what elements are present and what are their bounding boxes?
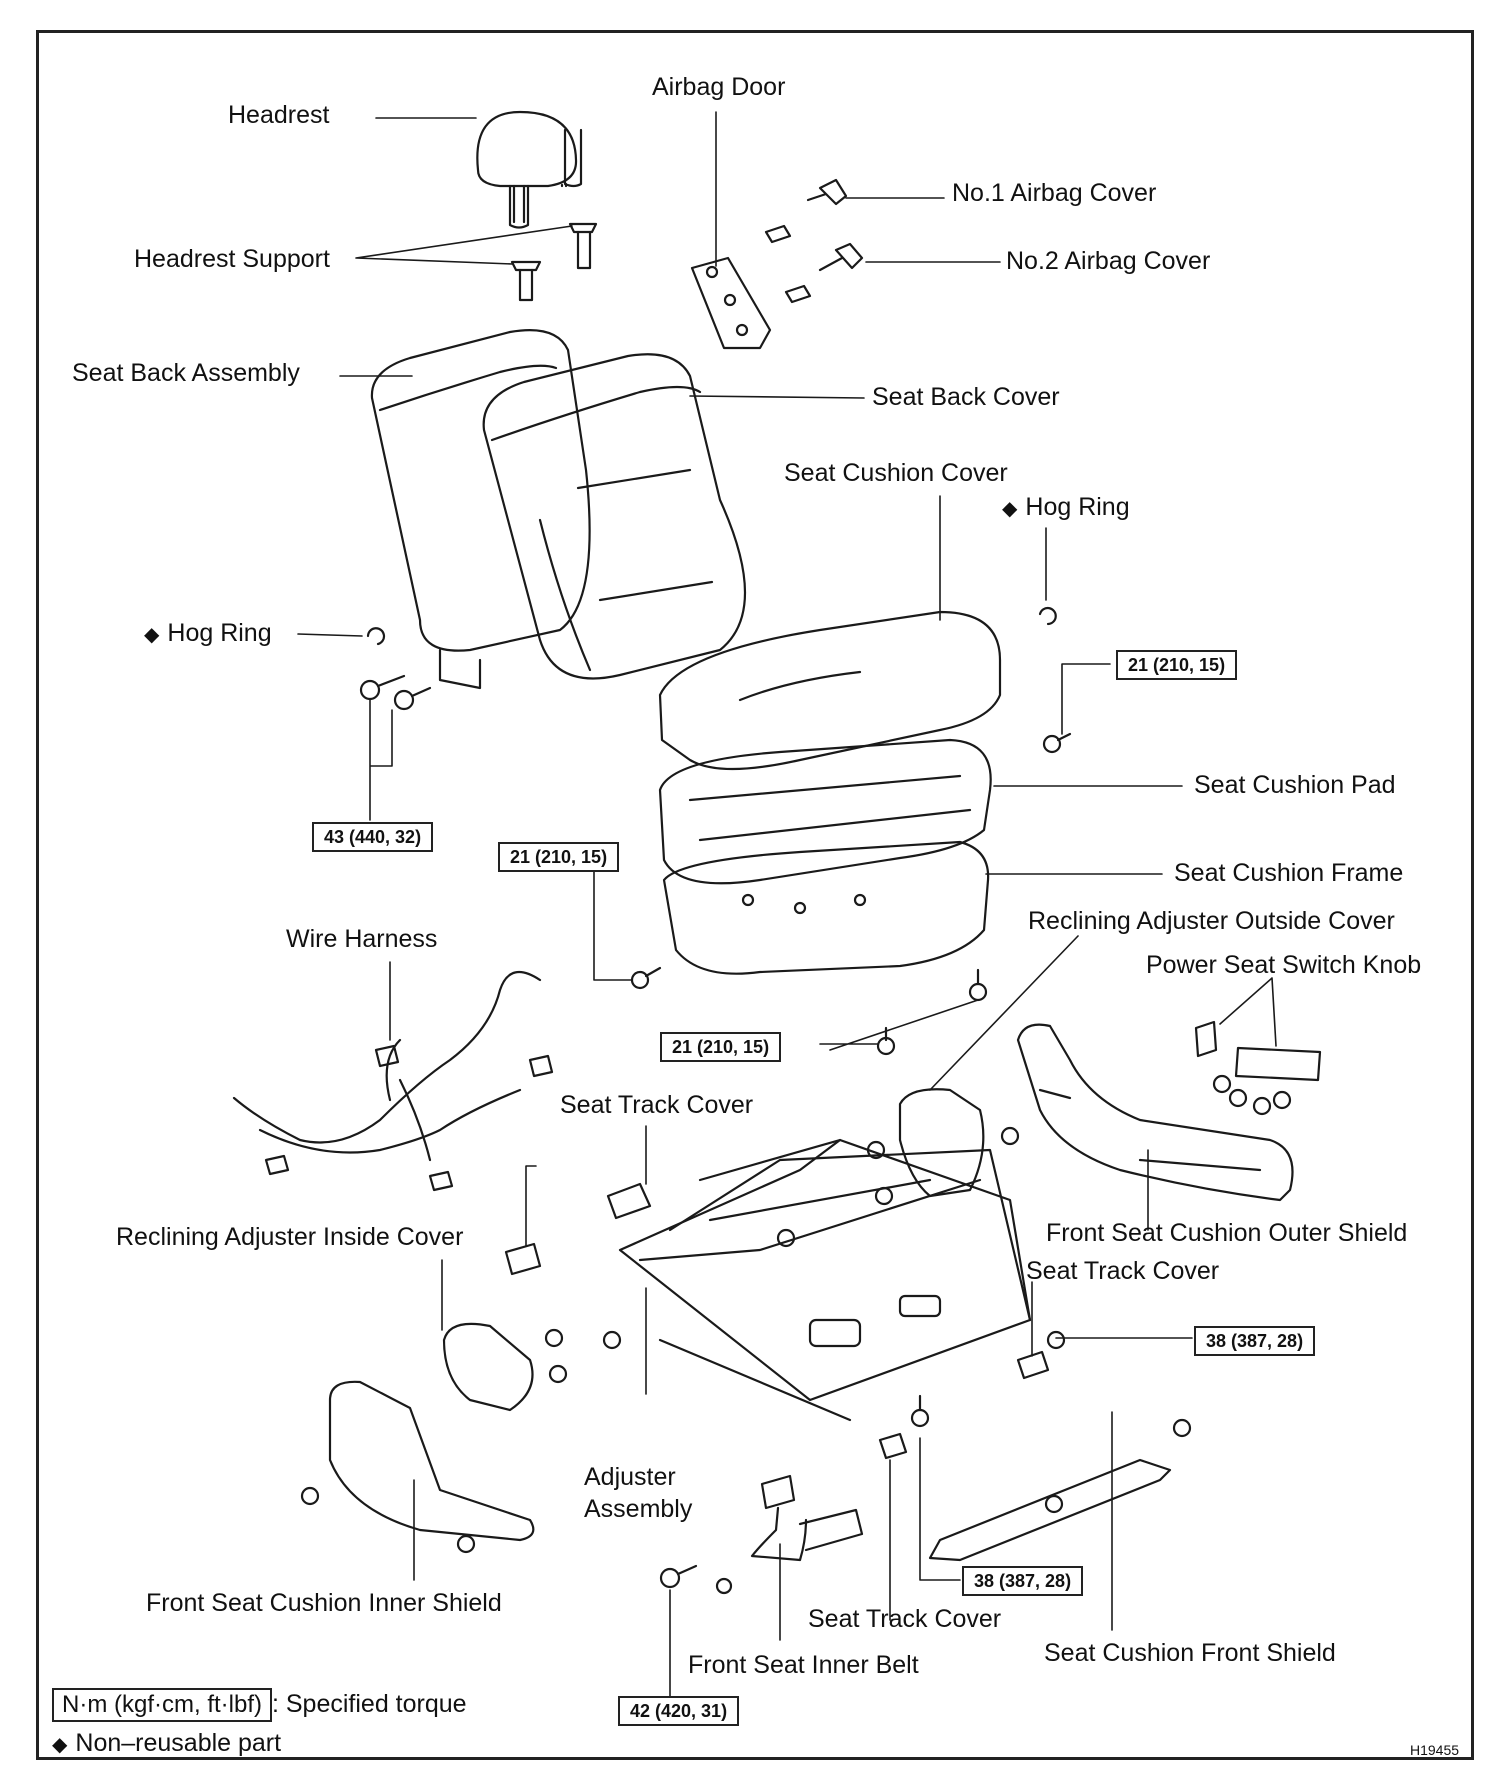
label-seat-cushion-pad: Seat Cushion Pad <box>1194 771 1396 799</box>
label-seat-cushion-frame: Seat Cushion Frame <box>1174 859 1404 887</box>
torque-box: 42 (420, 31) <box>618 1696 740 1726</box>
label-adjuster-assembly-line2: Assembly <box>584 1495 693 1523</box>
label-reclining-adjuster-inside-cover: Reclining Adjuster Inside Cover <box>116 1223 464 1251</box>
headrest-support-part <box>510 222 598 302</box>
label-seat-track-cover-top: Seat Track Cover <box>560 1091 754 1119</box>
hog-ring-left-text: Hog Ring <box>167 619 272 647</box>
torque-box: 38 (387, 28) <box>962 1566 1084 1596</box>
figure-id: H19455 <box>1410 1742 1460 1758</box>
torque-box: 38 (387, 28) <box>1194 1326 1316 1356</box>
label-wire-harness: Wire Harness <box>286 925 438 953</box>
non-reusable-marker: ◆ <box>1002 498 1018 520</box>
torque-box: 21 (210, 15) <box>660 1032 782 1062</box>
seat-cushion-cover-part <box>658 610 1002 771</box>
label-adjuster-assembly-line1: Adjuster <box>584 1463 676 1491</box>
seat-cushion-pad-part <box>658 738 992 885</box>
reclining-adjuster-outside-cover-part <box>898 1088 985 1198</box>
torque-box: 21 (210, 15) <box>498 842 620 872</box>
airbag-door-part <box>690 256 772 350</box>
label-front-seat-cushion-inner-shield: Front Seat Cushion Inner Shield <box>146 1589 502 1617</box>
front-seat-cushion-outer-shield-part <box>1016 1023 1294 1202</box>
reclining-adjuster-inside-cover-part <box>442 1322 534 1412</box>
bolt-parts <box>300 674 1292 1595</box>
seat-back-cover-part <box>482 353 747 680</box>
front-seat-cushion-inner-shield-part <box>328 1380 535 1542</box>
hog-ring-left-part <box>366 627 386 646</box>
legend-torque: N·m (kgf·cm, ft·lbf): Specified torque <box>52 1688 467 1722</box>
label-front-seat-inner-belt: Front Seat Inner Belt <box>688 1651 919 1679</box>
headrest-part <box>476 110 583 229</box>
label-seat-cushion-cover: Seat Cushion Cover <box>784 459 1008 487</box>
legend-non-reusable: ◆ Non–reusable part <box>52 1728 281 1760</box>
hog-ring-right-part <box>1038 606 1057 626</box>
label-hog-ring-left: ◆ Hog Ring <box>144 618 272 650</box>
legend-diamond: ◆ <box>52 1734 68 1756</box>
label-hog-ring-right: ◆ Hog Ring <box>1002 492 1130 524</box>
legend-unit-box: N·m (kgf·cm, ft·lbf) <box>52 1688 272 1722</box>
wire-harness-part <box>232 970 554 1192</box>
label-reclining-adjuster-outside-cover: Reclining Adjuster Outside Cover <box>1028 907 1395 935</box>
non-reusable-marker: ◆ <box>144 624 160 646</box>
label-front-seat-cushion-outer-shield: Front Seat Cushion Outer Shield <box>1046 1219 1408 1247</box>
seat-track-cover-parts <box>504 1182 1050 1460</box>
label-power-seat-switch-knob: Power Seat Switch Knob <box>1146 951 1422 979</box>
adjuster-assembly-part <box>618 1138 1032 1422</box>
label-seat-track-cover-right: Seat Track Cover <box>1026 1257 1220 1285</box>
label-seat-back-cover: Seat Back Cover <box>872 383 1060 411</box>
label-airbag-door: Airbag Door <box>652 73 786 101</box>
power-seat-switch-knob-part <box>1194 1020 1322 1082</box>
diagram-frame <box>36 30 1474 1760</box>
label-headrest: Headrest <box>228 101 330 129</box>
label-seat-back-assembly: Seat Back Assembly <box>72 359 300 387</box>
leader-lines <box>297 111 1277 1699</box>
label-headrest-support: Headrest Support <box>134 245 330 273</box>
label-seat-track-cover-bottom: Seat Track Cover <box>808 1605 1002 1633</box>
front-seat-inner-belt-part <box>750 1474 864 1562</box>
seat-cushion-frame-part <box>662 840 990 975</box>
label-no2-airbag-cover: No.2 Airbag Cover <box>1006 247 1211 275</box>
torque-box: 43 (440, 32) <box>312 822 434 852</box>
airbag-cover-parts <box>764 178 864 304</box>
label-no1-airbag-cover: No.1 Airbag Cover <box>952 179 1157 207</box>
seat-cushion-front-shield-part <box>928 1458 1172 1562</box>
label-seat-cushion-front-shield: Seat Cushion Front Shield <box>1044 1639 1336 1667</box>
seat-back-assembly-part <box>370 329 591 690</box>
torque-box: 21 (210, 15) <box>1116 650 1238 680</box>
legend-unit-text: : Specified torque <box>271 1690 467 1718</box>
legend-non-reusable-text: Non–reusable part <box>75 1729 282 1757</box>
hog-ring-right-text: Hog Ring <box>1025 493 1130 521</box>
